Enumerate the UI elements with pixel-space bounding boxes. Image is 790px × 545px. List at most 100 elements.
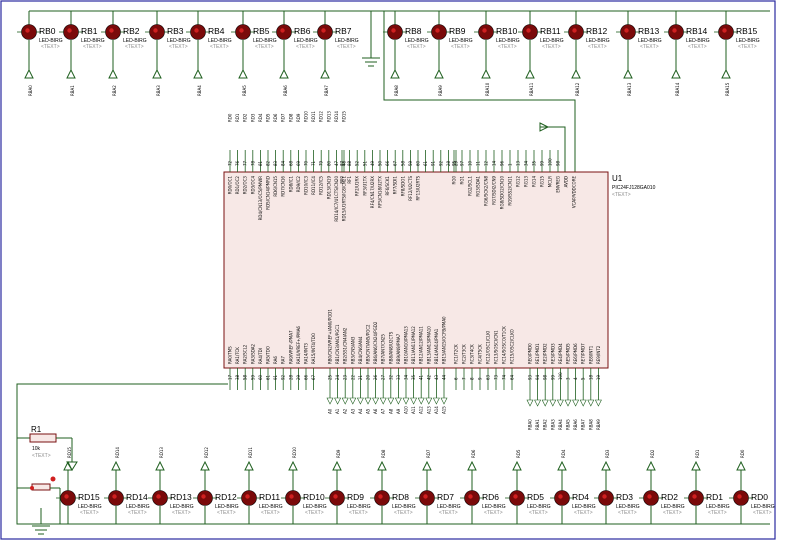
- chip-pin-number: 28: [288, 374, 293, 380]
- net-label: RD8: [381, 449, 386, 458]
- chip-net-label: RD5: [266, 113, 271, 122]
- chip-pin-function: RC2/T3CK: [462, 344, 467, 364]
- chip-pin-function: RD6/CN15: [273, 176, 278, 197]
- chip-pin-function: RC14/SOSCO/T1CK: [502, 326, 507, 364]
- led-text: <TEXT>: [588, 44, 607, 50]
- chip-pin-number: 6: [454, 377, 459, 380]
- chip-pin-number: 64: [510, 374, 515, 380]
- chip-net-label: A12: [419, 406, 424, 414]
- chip-pin-function: RA15/INT4/TDO: [311, 333, 316, 364]
- chip-net-label: A2: [343, 408, 348, 414]
- chip-pin-function: RB12/AN12/PMA11: [419, 326, 424, 364]
- chip-net-label: RD9: [296, 113, 301, 122]
- chip-pin-number: 32: [388, 374, 393, 380]
- led-highlight: [333, 494, 338, 499]
- chip-net-label: RBA1: [535, 419, 540, 430]
- chip-pin-function: RF4/CN17/U2RX: [370, 176, 375, 208]
- terminal: [601, 460, 611, 471]
- chip-net-label: A4: [358, 408, 363, 414]
- reset-button[interactable]: [17, 476, 61, 525]
- led-highlight: [423, 494, 428, 499]
- chip-pin-function: RG12: [516, 176, 521, 187]
- chip-pin-number: 34: [524, 160, 529, 166]
- led-model: LED-BIRG: [215, 504, 239, 510]
- resistor-text: <TEXT>: [32, 453, 51, 459]
- led-model: LED-BIRG: [449, 38, 473, 44]
- led-model: LED-BIRG: [303, 504, 327, 510]
- chip-part: PIC24FJ128GA010: [612, 185, 656, 191]
- led-ref: RD13: [170, 492, 192, 502]
- led-text: <TEXT>: [708, 510, 727, 516]
- led-model: LED-BIRG: [736, 38, 760, 44]
- net-label: RBA15: [725, 82, 730, 96]
- net-label: RBA7: [324, 85, 329, 96]
- terminal: [193, 68, 203, 79]
- power-terminal: [539, 122, 550, 132]
- chip-pin-function: RG9/SS2/CN11: [508, 176, 513, 206]
- terminal: [332, 460, 342, 471]
- led-model: LED-BIRG: [392, 504, 416, 510]
- vdd-wire: [383, 11, 576, 172]
- chip-pin-number: 59: [250, 374, 255, 380]
- led-ref: RB8: [405, 26, 422, 36]
- led-ref: RB5: [253, 26, 270, 36]
- led-ref: RB15: [736, 26, 758, 36]
- led-highlight: [482, 28, 487, 33]
- chip-net-label: RD7: [281, 113, 286, 122]
- chip-pin-function: AVDD: [564, 176, 569, 187]
- led-ref: RD4: [572, 492, 589, 502]
- led-model: LED-BIRG: [347, 504, 371, 510]
- chip-pin-function: RE2/PMD2: [543, 343, 548, 364]
- chip-pin-function: RF1: [347, 176, 352, 184]
- terminal: [24, 68, 34, 79]
- chip-net-label: RD1: [235, 113, 240, 122]
- terminal: [671, 68, 681, 79]
- chip-pin-function: RB3/CN5/AN3: [350, 336, 355, 364]
- led-text: <TEXT>: [217, 510, 236, 516]
- chip-pin-function: RC13/SOSCI/CN1: [494, 330, 499, 364]
- led-text: <TEXT>: [663, 510, 682, 516]
- chip-pin-function: RF3/U1TX: [362, 176, 367, 196]
- led-text: <TEXT>: [753, 510, 772, 516]
- led-ref: RD12: [215, 492, 237, 502]
- led-text: <TEXT>: [128, 510, 147, 516]
- chip-pin-number: 51: [362, 160, 367, 166]
- chip-pin-function: RA6: [273, 356, 278, 364]
- led-model: LED-BIRG: [540, 38, 564, 44]
- chip-net-label: RD14: [334, 111, 339, 122]
- chip-net-label: RBA6: [573, 419, 578, 430]
- chip-net-label: RD6: [273, 113, 278, 122]
- chip-pin-function: RA14/INT3: [304, 343, 309, 364]
- led-highlight: [64, 494, 69, 499]
- chip-body: [223, 171, 609, 369]
- chip-pin-number: 99: [550, 374, 555, 380]
- led-highlight: [513, 494, 518, 499]
- led-highlight: [624, 28, 629, 33]
- chip-pin-function: RG3/SDA1: [476, 176, 481, 197]
- chip-pin-number: 96: [500, 160, 505, 166]
- resistor-value: 10k: [32, 446, 41, 452]
- chip-pin-function: RA9/VREF-/PMA7: [288, 330, 293, 364]
- net-label: RBA2: [112, 85, 117, 96]
- led-ref: RB1: [81, 26, 98, 36]
- net-label: RBA5: [242, 85, 247, 96]
- led-ref: RD14: [126, 492, 148, 502]
- chip-pin-function: RE4/PMD4: [558, 343, 563, 364]
- chip-pin-function: RA4/TDI: [258, 348, 263, 364]
- sheet-frame: [0, 0, 776, 540]
- led-highlight: [526, 28, 531, 33]
- chip-net-label: A15: [442, 406, 447, 414]
- chip-pin-function: RA3/SDA2: [250, 343, 255, 364]
- chip-pin-number: 60: [258, 374, 263, 380]
- net-label: RBA13: [627, 82, 632, 96]
- chip-pin-number: 99: [540, 160, 545, 166]
